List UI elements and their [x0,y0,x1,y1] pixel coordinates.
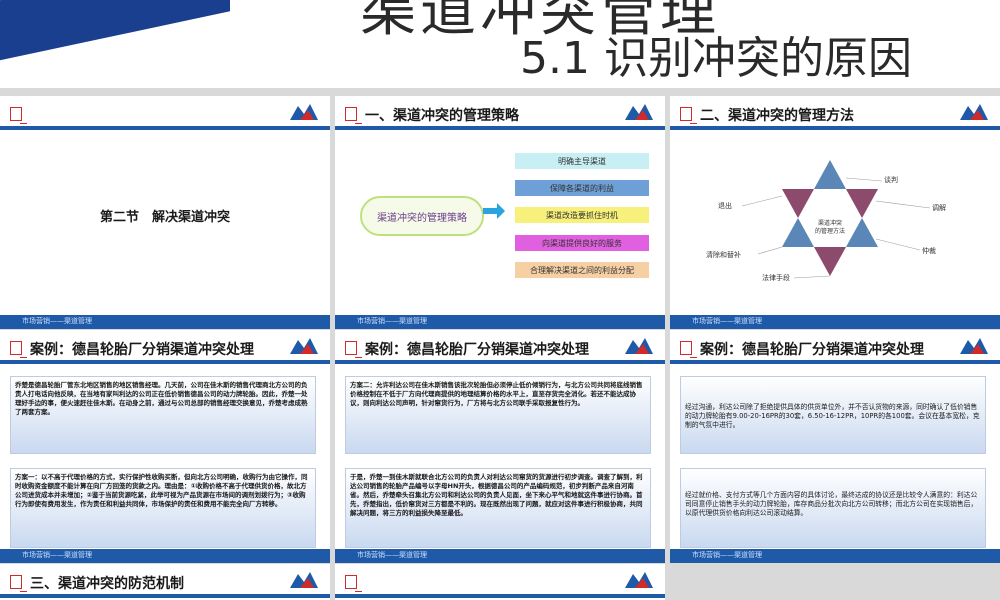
triangle-upper-right [846,189,878,218]
slide-marker-icon [345,341,362,358]
strategy-box: 合理解决渠道之间的利益分配 [515,262,649,278]
slide-header: 案例：德昌轮胎厂分销渠道冲突处理 [335,330,665,364]
slide-title: 案例：德昌轮胎厂分销渠道冲突处理 [365,342,589,358]
logo-icon [960,338,988,354]
slide-footer: 市场营销——渠道管理 [335,315,665,329]
slide-footer: 市场营销——渠道管理 [0,549,330,563]
diagram-center-line: 的管理方法 [814,228,845,235]
top-banner: 渠道冲突管理 5.1 识别冲突的原因 [0,0,1000,88]
slide-marker-icon [10,107,27,124]
diagram-label: 清除和替补 [706,251,741,259]
slide-marker-icon [680,341,697,358]
slide-footer: 市场营销——渠道管理 [670,549,1000,563]
slide-marker-icon [10,575,27,592]
triangle-bottom [814,247,846,276]
logo-icon [625,572,653,588]
footer-text: 市场营销——渠道管理 [692,317,762,325]
slide-header: 一、渠道冲突的管理策略 [335,96,665,130]
logo-icon [290,572,318,588]
slide-header [0,96,330,130]
case-text-box: 方案二：允许利达公司在佳木斯销售该批次轮胎但必须停止低价倾销行为，与北方公司共同… [345,376,651,454]
slide-title: 案例：德昌轮胎厂分销渠道冲突处理 [700,342,924,358]
case-text-box: 经过就价格、支付方式等几个方面内容的具体讨论，最终达成的协议还是比较令人满意的：… [680,468,986,548]
diagram-center-line: 渠道冲突 [817,220,842,227]
slide-marker-icon [345,575,362,592]
slide-header: 案例：德昌轮胎厂分销渠道冲突处理 [670,330,1000,364]
slide-thumbnail-4[interactable]: 案例：德昌轮胎厂分销渠道冲突处理 乔楚是德昌轮胎厂管东北地区销售的地区销售经理。… [0,330,330,563]
slide-thumbnail-6[interactable]: 案例：德昌轮胎厂分销渠道冲突处理 经过沟通，利达公司除了拒绝提供具体的供货单位外… [670,330,1000,563]
slide-thumbnail-8[interactable] [335,564,665,600]
diagram-label: 法律手段 [762,274,790,282]
logo-icon [290,338,318,354]
slide-thumbnail-3[interactable]: 二、渠道冲突的管理方法 渠道冲突 的管理方法 谈判 调解 仲裁 法律手段 清除和… [670,96,1000,329]
slide-footer: 市场营销——渠道管理 [0,315,330,329]
slide-marker-icon [680,107,697,124]
diagram-label: 退出 [718,202,732,210]
slide-title: 案例：德昌轮胎厂分销渠道冲突处理 [30,342,254,358]
slide-thumbnail-7[interactable]: 三、渠道冲突的防范机制 [0,564,330,600]
slide-header: 案例：德昌轮胎厂分销渠道冲突处理 [0,330,330,364]
triangle-upper-left [782,189,814,218]
slide-header: 二、渠道冲突的管理方法 [670,96,1000,130]
footer-text: 市场营销——渠道管理 [22,317,92,325]
case-text-box: 方案一：以不高于代理价格的方式，实行保护性收购买断，但向北方公司明确，收购行为由… [10,468,316,548]
slide-header [335,564,665,598]
slide-title: 一、渠道冲突的管理策略 [365,108,519,124]
hexagram-diagram [741,160,931,279]
strategy-box: 渠道改造要抓住时机 [515,207,649,223]
diagram-label: 调解 [932,204,946,212]
footer-text: 市场营销——渠道管理 [692,551,762,559]
footer-text: 市场营销——渠道管理 [22,551,92,559]
slide-footer: 市场营销——渠道管理 [335,549,665,563]
case-text-box: 乔楚是德昌轮胎厂管东北地区销售的地区销售经理。几天前，公司在佳木斯的销售代理商北… [10,376,316,454]
section-title: 5.1 识别冲突的原因 [520,33,912,84]
slide-center-text: 第二节 解决渠道冲突 [99,210,230,225]
footer-text: 市场营销——渠道管理 [357,317,427,325]
slide-marker-icon [345,107,362,124]
slide-header: 三、渠道冲突的防范机制 [0,564,330,598]
strategy-oval: 渠道冲突的管理策略 [360,196,484,236]
triangle-lower-left [782,218,814,247]
strategy-box: 向渠道提供良好的服务 [515,235,649,251]
slide-footer: 市场营销——渠道管理 [670,315,1000,329]
slide-thumbnail-1[interactable]: 第二节 解决渠道冲突 市场营销——渠道管理 [0,96,330,329]
diagram-label: 仲裁 [922,247,936,255]
top-title: 渠道冲突管理 [360,0,720,44]
diagram-center-label: 渠道冲突 的管理方法 [810,220,850,236]
slide-thumbnail-2[interactable]: 一、渠道冲突的管理策略 渠道冲突的管理策略 明确主导渠道 保障各渠道的利益 渠道… [335,96,665,329]
logo-icon [625,338,653,354]
slide-title: 二、渠道冲突的管理方法 [700,108,854,124]
slide-marker-icon [10,341,27,358]
triangle-top [814,160,846,189]
logo-icon [625,104,653,120]
case-text-box: 于是，乔楚一到佳木斯就联合北方公司的负责人对利达公司窜货的货源进行初步调查。调查… [345,468,651,548]
slide-title: 三、渠道冲突的防范机制 [30,576,184,592]
strategy-box: 明确主导渠道 [515,153,649,169]
case-text-box: 经过沟通，利达公司除了拒绝提供具体的供货单位外，并不否认货物的来源，同时确认了低… [680,376,986,454]
logo-icon [290,104,318,120]
logo-icon [960,104,988,120]
strategy-box: 保障各渠道的利益 [515,180,649,196]
triangle-lower-right [846,218,878,247]
footer-text: 市场营销——渠道管理 [357,551,427,559]
diagram-label: 谈判 [884,176,898,184]
slide-thumbnail-5[interactable]: 案例：德昌轮胎厂分销渠道冲突处理 方案二：允许利达公司在佳木斯销售该批次轮胎但必… [335,330,665,563]
arrow-right-icon [483,203,505,219]
